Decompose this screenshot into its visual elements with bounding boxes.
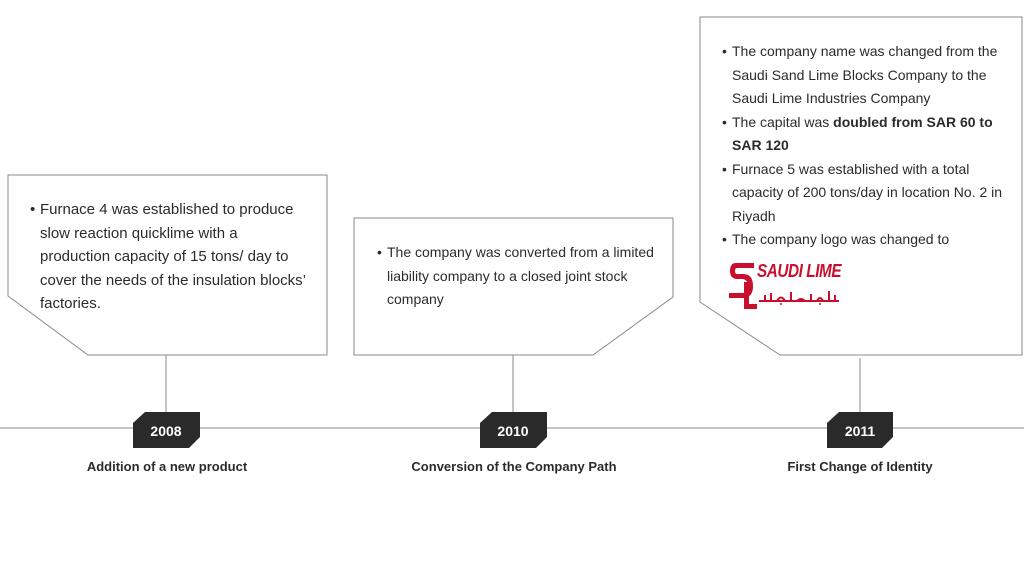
card-2010-bullet-1: The company was converted from a limited…	[377, 241, 667, 312]
card-2008-bullets: Furnace 4 was established to produce slo…	[30, 198, 310, 316]
card-2011-bullet-3: Furnace 5 was established with a total c…	[722, 158, 1007, 229]
card-2011-bullet-4: The company logo was changed to	[722, 228, 1007, 252]
card-2011-bullet-1: The company name was changed from the Sa…	[722, 40, 1007, 111]
year-2008: 2008	[150, 423, 182, 439]
capital-text: The capital was	[732, 113, 834, 130]
sl-monogram-icon	[729, 263, 757, 309]
card-2011-bullets: The company name was changed from the Sa…	[722, 40, 1007, 252]
capital-highlight: doubled from SAR 60 to SAR 120	[732, 113, 993, 154]
event-2011: First Change of Identity	[787, 459, 933, 474]
year-2010: 2010	[497, 423, 529, 439]
card-2010-bullets: The company was converted from a limited…	[377, 241, 667, 312]
logo-wordmark: SAUDI LIME	[757, 261, 842, 281]
card-2008: Furnace 4 was established to produce slo…	[30, 198, 310, 316]
badge-2010	[480, 412, 547, 448]
card-2011: The company name was changed from the Sa…	[722, 40, 1007, 252]
event-2010: Conversion of the Company Path	[411, 459, 617, 474]
arabic-wordmark-icon	[759, 291, 839, 305]
card-2010: The company was converted from a limited…	[377, 241, 667, 312]
badge-2011	[827, 412, 893, 448]
badge-2008	[133, 412, 200, 448]
event-2008: Addition of a new product	[86, 459, 248, 474]
saudi-lime-logo: SAUDI LIME	[727, 260, 847, 312]
card-2011-bullet-2: The capital was doubled from SAR 60 to S…	[722, 111, 1007, 158]
year-2011: 2011	[844, 423, 876, 439]
card-2008-bullet-1: Furnace 4 was established to produce slo…	[30, 198, 310, 316]
